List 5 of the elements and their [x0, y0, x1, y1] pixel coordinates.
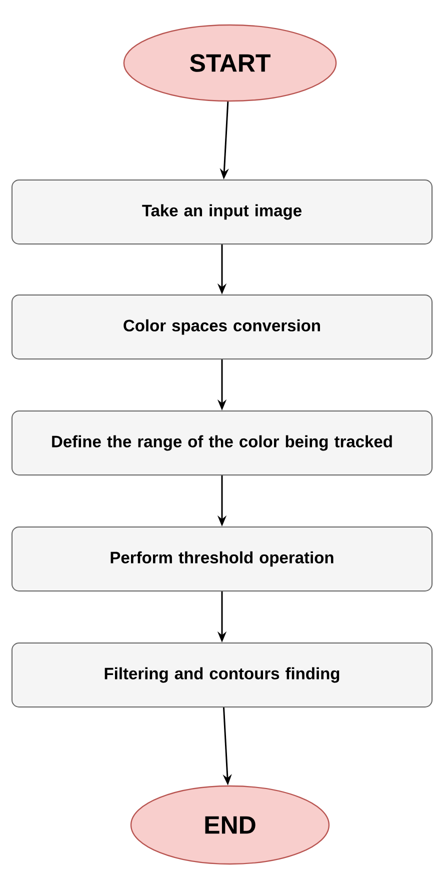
process-box: Filtering and contours finding — [12, 642, 432, 708]
process-box: Color spaces conversion — [12, 294, 432, 360]
process-box: Perform threshold operation — [12, 526, 432, 592]
process-box: Define the range of the color being tracked — [12, 410, 432, 476]
process-box: Take an input image — [12, 180, 432, 244]
